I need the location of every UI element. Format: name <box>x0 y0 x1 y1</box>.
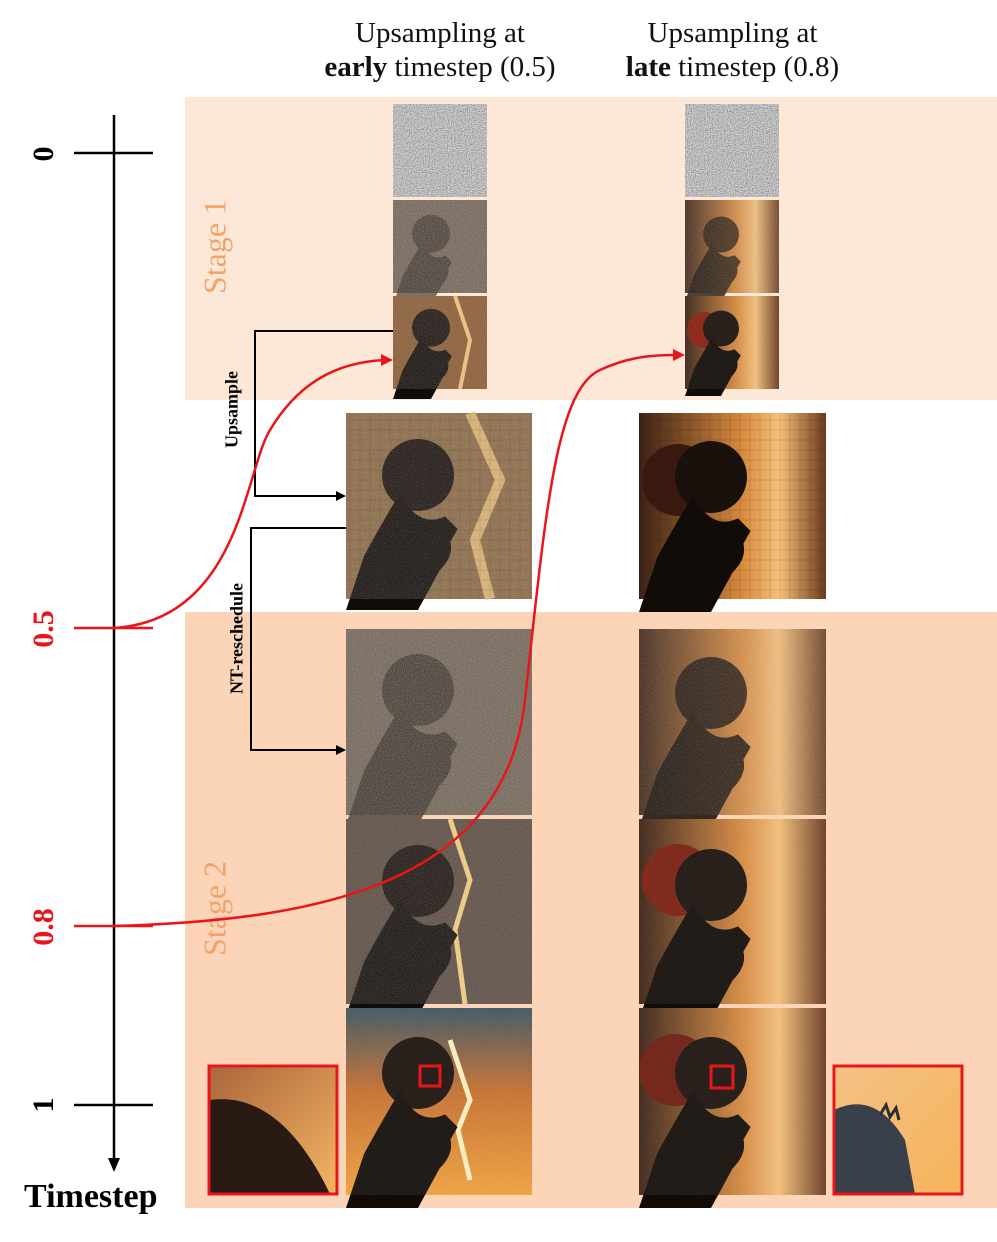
early-zoom-marker <box>418 1064 442 1088</box>
stage1-region <box>185 97 997 400</box>
axis-title: Timestep <box>24 1178 158 1215</box>
late-timestep-curve <box>113 353 677 928</box>
early-zoom-inset <box>207 1064 339 1196</box>
timeline-arrowhead <box>108 1158 120 1172</box>
early-stage2-step0 <box>346 629 532 825</box>
reschedule-arrowhead <box>336 745 346 755</box>
late-upsampled <box>639 413 826 612</box>
early-stage1-step2 <box>393 295 487 399</box>
late-stage1-step0 <box>685 104 779 197</box>
late-zoom-marker <box>709 1064 735 1090</box>
late-stage2-step0 <box>639 629 826 828</box>
early-stage1-step0 <box>393 104 487 197</box>
late-zoom-inset <box>832 1064 964 1196</box>
early-timestep-curve <box>113 358 386 630</box>
column-header-early: Upsampling at early timestep (0.5) <box>324 17 556 83</box>
column-header-late: Upsampling at late timestep (0.8) <box>625 17 840 83</box>
upsample-connector <box>254 330 393 497</box>
early-stage2-step1 <box>346 818 532 1016</box>
late-stage2-step1 <box>639 819 826 1020</box>
reschedule-connector <box>250 527 346 751</box>
late-stage1-step1 <box>685 200 779 302</box>
early-timestep-arrowhead <box>381 354 393 366</box>
early-upsampled <box>346 410 532 610</box>
late-stage2-final <box>639 1008 826 1208</box>
early-stage1-step1 <box>393 200 487 305</box>
late-stage1-step2 <box>685 296 779 396</box>
early-stage2-final <box>346 1008 532 1208</box>
late-timestep-arrowhead <box>673 349 685 361</box>
upsample-arrowhead <box>336 491 346 501</box>
